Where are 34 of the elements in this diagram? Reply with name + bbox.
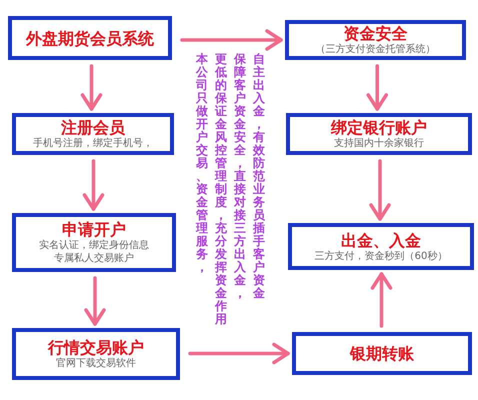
box-title: 资金安全 — [344, 24, 408, 43]
arrow — [370, 272, 392, 328]
vertical-note: 本公司只做开户交易、资金管理服务， — [195, 53, 209, 274]
arrow — [82, 159, 104, 211]
arrow — [366, 64, 388, 111]
process-box — [12, 213, 176, 272]
box-subtitle: 三方支付，资金秒到（60秒） — [314, 250, 448, 262]
box-subtitle: 支持国内十余家银行 — [333, 137, 425, 150]
box-title: 申请开户 — [62, 220, 126, 239]
process-box — [285, 20, 466, 60]
box-subtitle: 手机号注册，绑定手机号， — [32, 137, 154, 150]
vertical-note: 自主出入金，有效防范业务员插手客户资金 — [252, 53, 266, 300]
process-box — [286, 113, 472, 155]
arrow — [80, 64, 102, 111]
box-subtitle: 实名认证，绑定身份信息专属私人交易账户 — [38, 239, 150, 265]
box-title: 银期转账 — [350, 344, 414, 363]
process-box — [288, 223, 474, 270]
arrow — [188, 342, 290, 364]
box-subtitle: 官网下载交易软件 — [55, 357, 137, 370]
box-title: 绑定银行账户 — [331, 118, 427, 137]
arrow — [180, 29, 283, 51]
vertical-note: 更低的保证金风控管理制度，充分发挥资金作用 — [214, 53, 228, 326]
box-title: 外盘期货会员系统 — [26, 28, 154, 48]
process-box — [8, 16, 172, 60]
arrow — [369, 159, 391, 221]
box-title: 注册会员 — [61, 118, 125, 137]
arrow — [84, 276, 106, 326]
box-title: 出金、入金 — [341, 230, 421, 250]
process-box — [12, 113, 174, 155]
process-box — [12, 328, 180, 380]
box-subtitle: （三方支付资金托管系统） — [314, 43, 436, 56]
vertical-note: 保障客户资金安全，直接对接三方出入金， — [233, 53, 247, 300]
box-title: 行情交易账户 — [48, 338, 144, 357]
process-box — [292, 332, 472, 375]
